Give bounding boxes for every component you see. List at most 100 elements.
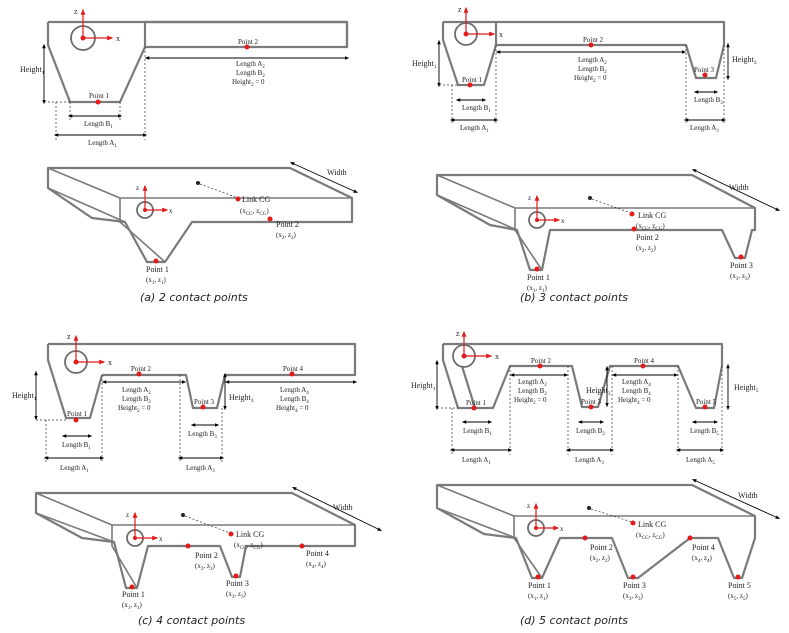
svg-text:Point 4: Point 4 [634,357,655,365]
svg-text:Length A5: Length A5 [686,456,715,466]
svg-text:z: z [528,194,531,202]
svg-text:Length A2: Length A2 [122,386,151,396]
svg-text:x: x [561,217,565,225]
svg-text:Point 1: Point 1 [122,590,145,599]
svg-text:Link CG: Link CG [638,211,666,220]
svg-text:Height4 = 0: Height4 = 0 [618,396,651,406]
panel-b-side-view: z x Point 1 Point 2 Point 3 Height1 Heig… [412,5,757,134]
svg-text:Point 5: Point 5 [696,398,717,406]
svg-text:Length A4: Length A4 [280,386,309,396]
svg-text:Point 3: Point 3 [226,579,249,588]
svg-text:Point 1: Point 1 [146,265,169,274]
svg-text:Length B1: Length B1 [62,441,91,451]
svg-text:Point 1: Point 1 [462,76,483,84]
svg-text:Length A1: Length A1 [462,456,491,466]
svg-text:Width: Width [333,503,353,512]
svg-text:Length B4: Length B4 [280,395,309,405]
svg-text:(x4, z4): (x4, z4) [692,554,712,564]
svg-text:Link CG: Link CG [638,520,666,529]
panel-c-side-view: z x Point 1 Point 2 Point 3 Point 4 Heig… [12,332,358,474]
svg-text:(x5, z5): (x5, z5) [728,592,748,602]
svg-text:Length B3: Length B3 [188,430,217,440]
caption-a: (a) 2 contact points [140,291,248,304]
svg-text:Point 2: Point 2 [590,543,613,552]
svg-text:Point 4: Point 4 [306,549,329,558]
point-2-marker [244,44,250,50]
panel-c-iso-view: Width z x Link CG (xCG, zCG) Point 1 (x1… [34,487,383,611]
length-a1-label: Length A1 [88,139,117,149]
svg-text:z: z [67,332,71,341]
svg-text:x: x [499,30,503,39]
svg-text:Length A2: Length A2 [578,56,607,66]
svg-text:Length B3: Length B3 [694,96,723,106]
height2-label: Height2 = 0 [232,78,265,88]
svg-text:Height3: Height3 [732,55,757,66]
svg-text:Point 3: Point 3 [194,398,215,406]
svg-text:Point 1: Point 1 [527,273,550,282]
svg-text:Length B1: Length B1 [463,427,492,437]
svg-text:Length A1: Length A1 [460,124,489,134]
panel-a-side-view: z x Point 1 Point 2 Height1 Length B1 Le… [20,7,350,149]
svg-text:(xCG, zCG): (xCG, zCG) [636,531,665,541]
point-2-label: Point 2 [238,38,259,46]
svg-text:Width: Width [738,491,758,500]
svg-text:Height1: Height1 [412,59,437,70]
svg-text:Link CG: Link CG [236,530,264,539]
svg-text:z: z [126,511,129,519]
panel-a-iso-view: Width z x Link CG (xCG, zCG) Point 1 (x1… [46,162,359,286]
svg-text:Length B1: Length B1 [462,104,491,114]
z-axis-label: z [74,7,78,16]
svg-text:Length B4: Length B4 [622,387,651,397]
svg-text:Height2 = 0: Height2 = 0 [118,404,151,414]
svg-text:Length A3: Length A3 [690,124,719,134]
svg-text:Point 2: Point 2 [131,365,152,373]
svg-text:Height4 = 0: Height4 = 0 [276,404,309,414]
svg-text:(x2, z2): (x2, z2) [195,562,215,572]
svg-text:(x2, z2): (x2, z2) [276,231,296,241]
height1-label: Height1 [20,65,45,76]
svg-text:Point 4: Point 4 [283,365,304,373]
svg-text:Height3: Height3 [586,386,611,397]
svg-text:Height3: Height3 [229,393,254,404]
svg-text:Height5: Height5 [734,383,759,394]
svg-text:Point 5: Point 5 [728,581,751,590]
svg-text:(x1, z1): (x1, z1) [146,276,166,286]
width-label: Width [327,168,347,177]
svg-text:Point 4: Point 4 [692,543,715,552]
svg-text:Length A3: Length A3 [575,456,604,466]
svg-text:Point 2: Point 2 [531,357,552,365]
svg-text:z: z [458,5,462,14]
svg-text:Length B3: Length B3 [576,427,605,437]
svg-text:Point 2: Point 2 [276,220,299,229]
length-b1-label: Length B1 [84,120,113,130]
svg-text:(x3, z3): (x3, z3) [623,592,643,602]
svg-text:Height2 = 0: Height2 = 0 [574,74,607,84]
svg-text:Length A4: Length A4 [622,378,651,388]
svg-text:(xCG, zCG): (xCG, zCG) [636,222,665,232]
svg-text:x: x [560,525,564,533]
caption-c: (c) 4 contact points [138,614,245,627]
link-cg-label: Link CG [242,195,270,204]
svg-text:(x2, z2): (x2, z2) [590,554,610,564]
svg-text:Length A2: Length A2 [518,378,547,388]
point-1-marker [95,99,101,105]
svg-text:Point 1: Point 1 [67,410,88,418]
svg-text:(x1, z1): (x1, z1) [528,592,548,602]
panel-b-iso-view: Width z x Link CG (xCG, zCG) Point 1 (x1… [435,169,781,294]
svg-text:(xCG, zCG): (xCG, zCG) [234,541,263,551]
svg-text:x: x [159,535,163,543]
svg-text:(x1, z1): (x1, z1) [527,284,547,294]
svg-text:(x4, z4): (x4, z4) [306,560,326,570]
svg-text:x: x [108,358,112,367]
link-cg-marker [235,196,241,202]
panel-d-iso-view: Width z x Link CG (xCG, zCG) Point 1 (x1… [435,479,781,602]
svg-text:Length B2: Length B2 [578,65,607,75]
svg-text:x: x [495,352,499,361]
length-a2-label: Length A2 [236,60,265,70]
caption-b: (b) 3 contact points [520,291,628,304]
svg-text:Point 2: Point 2 [636,233,659,242]
svg-text:Length B5: Length B5 [690,427,719,437]
svg-text:z: z [527,502,530,510]
link-cg-coord: (xCG, zCG) [240,207,269,217]
